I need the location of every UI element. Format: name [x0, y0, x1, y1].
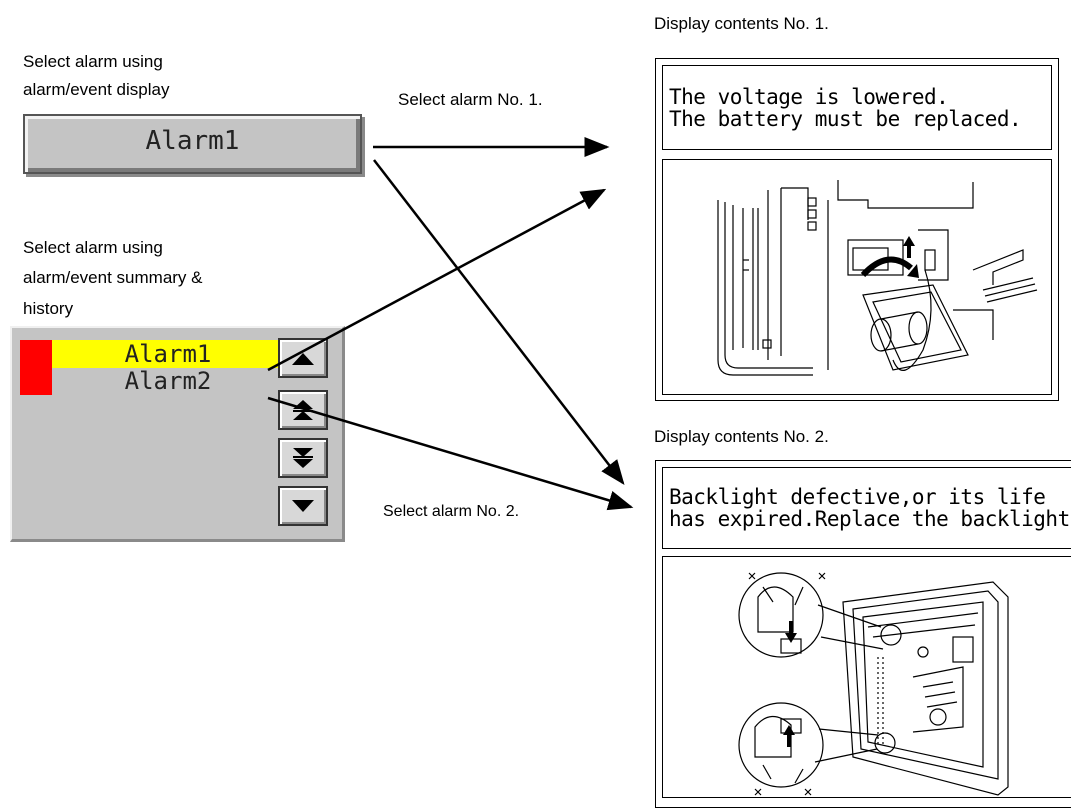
alarm1-button-label: Alarm1 — [145, 126, 240, 156]
display1-panel: The voltage is lowered. The battery must… — [655, 58, 1059, 401]
arrow-row1-to-display1 — [267, 188, 607, 372]
label-select-display-1: Select alarm using — [23, 52, 163, 71]
display2-panel: Backlight defective,or its life has expi… — [655, 460, 1071, 808]
label-select-alarm2: Select alarm No. 2. — [383, 503, 520, 520]
label-select-summary-2: alarm/event summary & — [23, 268, 203, 287]
summary-row-label: Alarm1 — [124, 340, 212, 368]
page-up-button[interactable] — [278, 390, 328, 430]
alarm-status-marker — [20, 367, 52, 395]
summary-row-alarm1[interactable]: Alarm1 — [20, 340, 282, 368]
arrow-row2-to-display2 — [267, 396, 634, 511]
alarm1-button[interactable]: Alarm1 — [23, 114, 362, 174]
display2-message-line1: Backlight defective,or its life — [669, 485, 1046, 509]
alarm-summary-panel: Alarm1 Alarm2 — [10, 326, 345, 542]
arrow-up-icon — [292, 353, 314, 365]
arrow-button-to-display2 — [373, 159, 625, 485]
label-select-summary-3: history — [23, 299, 74, 318]
summary-row-label: Alarm2 — [124, 367, 212, 395]
display2-message-box: Backlight defective,or its life has expi… — [662, 467, 1071, 549]
label-select-display-2: alarm/event display — [23, 80, 170, 99]
backlight-replacement-illustration — [662, 556, 1071, 798]
label-select-summary-1: Select alarm using — [23, 238, 163, 257]
page-down-button[interactable] — [278, 438, 328, 478]
display2-message-line2: has expired.Replace the backlight. — [669, 507, 1071, 531]
battery-replacement-illustration — [662, 159, 1052, 395]
display2-title: Display contents No. 2. — [654, 427, 829, 446]
label-select-alarm1: Select alarm No. 1. — [398, 90, 543, 109]
page-down-icon — [293, 448, 313, 468]
backlight-illustration-icon — [738, 572, 1009, 796]
display1-title: Display contents No. 1. — [654, 14, 829, 33]
alarm-status-marker — [20, 340, 52, 368]
display1-message-line2: The battery must be replaced. — [669, 107, 1022, 131]
scroll-down-button[interactable] — [278, 486, 328, 526]
summary-row-alarm2[interactable]: Alarm2 — [20, 367, 282, 395]
display1-message-box: The voltage is lowered. The battery must… — [662, 65, 1052, 150]
arrow-down-icon — [292, 500, 314, 512]
scroll-up-button[interactable] — [278, 338, 328, 378]
battery-illustration-icon — [717, 180, 1038, 376]
display1-message-line1: The voltage is lowered. — [669, 85, 949, 109]
